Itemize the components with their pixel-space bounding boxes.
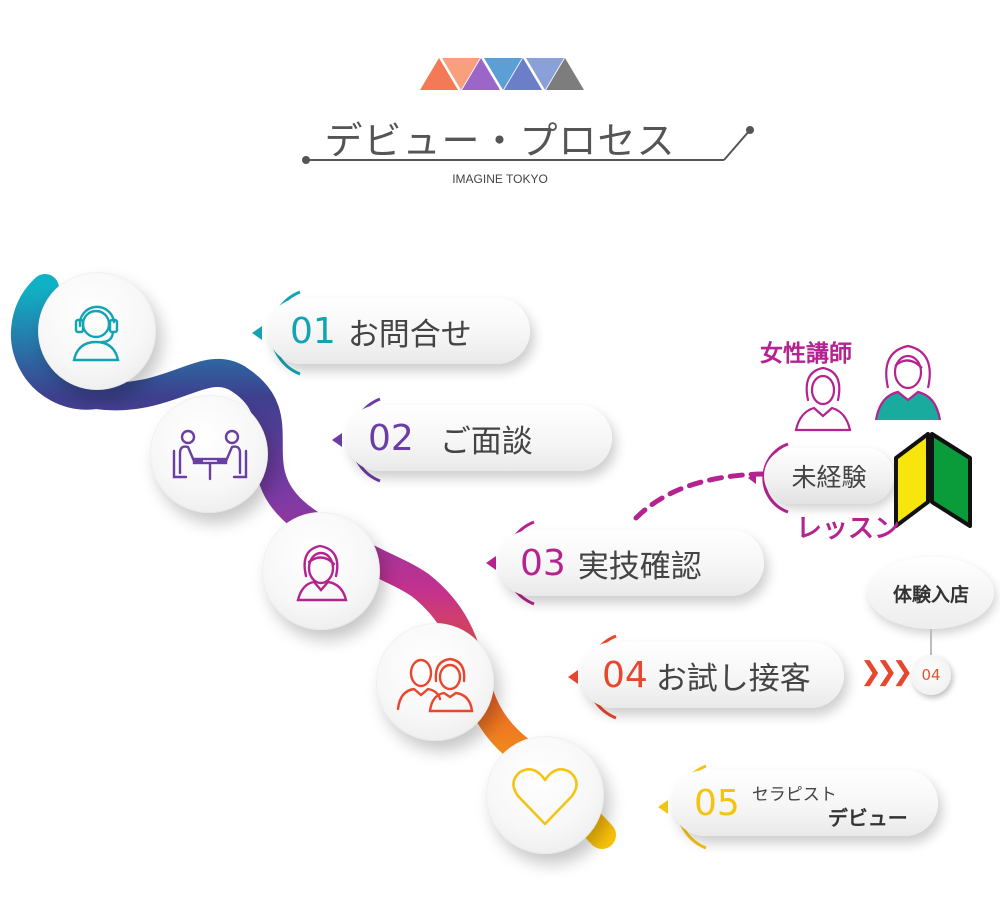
step-label-top: セラピスト (751, 785, 837, 805)
step-label: セラピスト デビュー (751, 778, 912, 830)
step-label: ご面談 (439, 423, 533, 460)
chevron-right-icon: ❯❯❯ (860, 657, 913, 687)
lesson-label: レッスン (796, 514, 901, 544)
step-03-circle (262, 512, 380, 630)
lesson-arc (748, 442, 789, 514)
headset-icon (72, 305, 120, 362)
woman-icon (296, 544, 348, 602)
step-label: 実技確認 (577, 548, 702, 585)
trial-connector (930, 629, 932, 655)
step-02-label[interactable]: 02 ご面談 (346, 405, 612, 471)
page-title: デビュー・プロセス (324, 119, 676, 163)
lesson-dashed-connector (633, 471, 765, 521)
step-number: 05 (694, 782, 740, 824)
step-02-circle (150, 395, 268, 513)
step-01-circle (38, 272, 156, 390)
step-04-label[interactable]: 04 お試し接客 (580, 642, 844, 708)
step-label-bottom: デビュー (827, 806, 908, 830)
step-03-label[interactable]: 03 実技確認 (498, 530, 764, 596)
interview-icon (172, 429, 248, 481)
brand-logo (420, 58, 584, 90)
step-05-label[interactable]: 05 セラピスト デビュー (672, 770, 938, 836)
step-01-label[interactable]: 01 お問合せ (268, 298, 530, 364)
step-05-circle (486, 736, 604, 854)
female-instructor-label: 女性講師 (760, 341, 852, 367)
heart-icon (512, 768, 578, 826)
step-number: 02 (368, 417, 414, 459)
step-number: 03 (520, 542, 566, 584)
trial-step-badge: 04 (911, 655, 951, 695)
title-underline (302, 126, 754, 164)
step-label: お問合せ (347, 316, 472, 353)
step-number: 01 (290, 310, 336, 352)
instructor-filled-icon (874, 344, 942, 421)
step-label: お試し接客 (655, 660, 811, 697)
beginner-mark-icon (894, 432, 972, 528)
trial-entry-bubble: 体験入店 (868, 557, 994, 629)
instructor-outline-icon (794, 366, 852, 432)
couple-icon (396, 657, 474, 713)
inexperienced-label: 未経験 (764, 448, 894, 504)
step-number: 04 (602, 654, 648, 696)
page-subtitle: IMAGINE TOKYO (452, 172, 548, 186)
step-04-circle (376, 623, 494, 741)
